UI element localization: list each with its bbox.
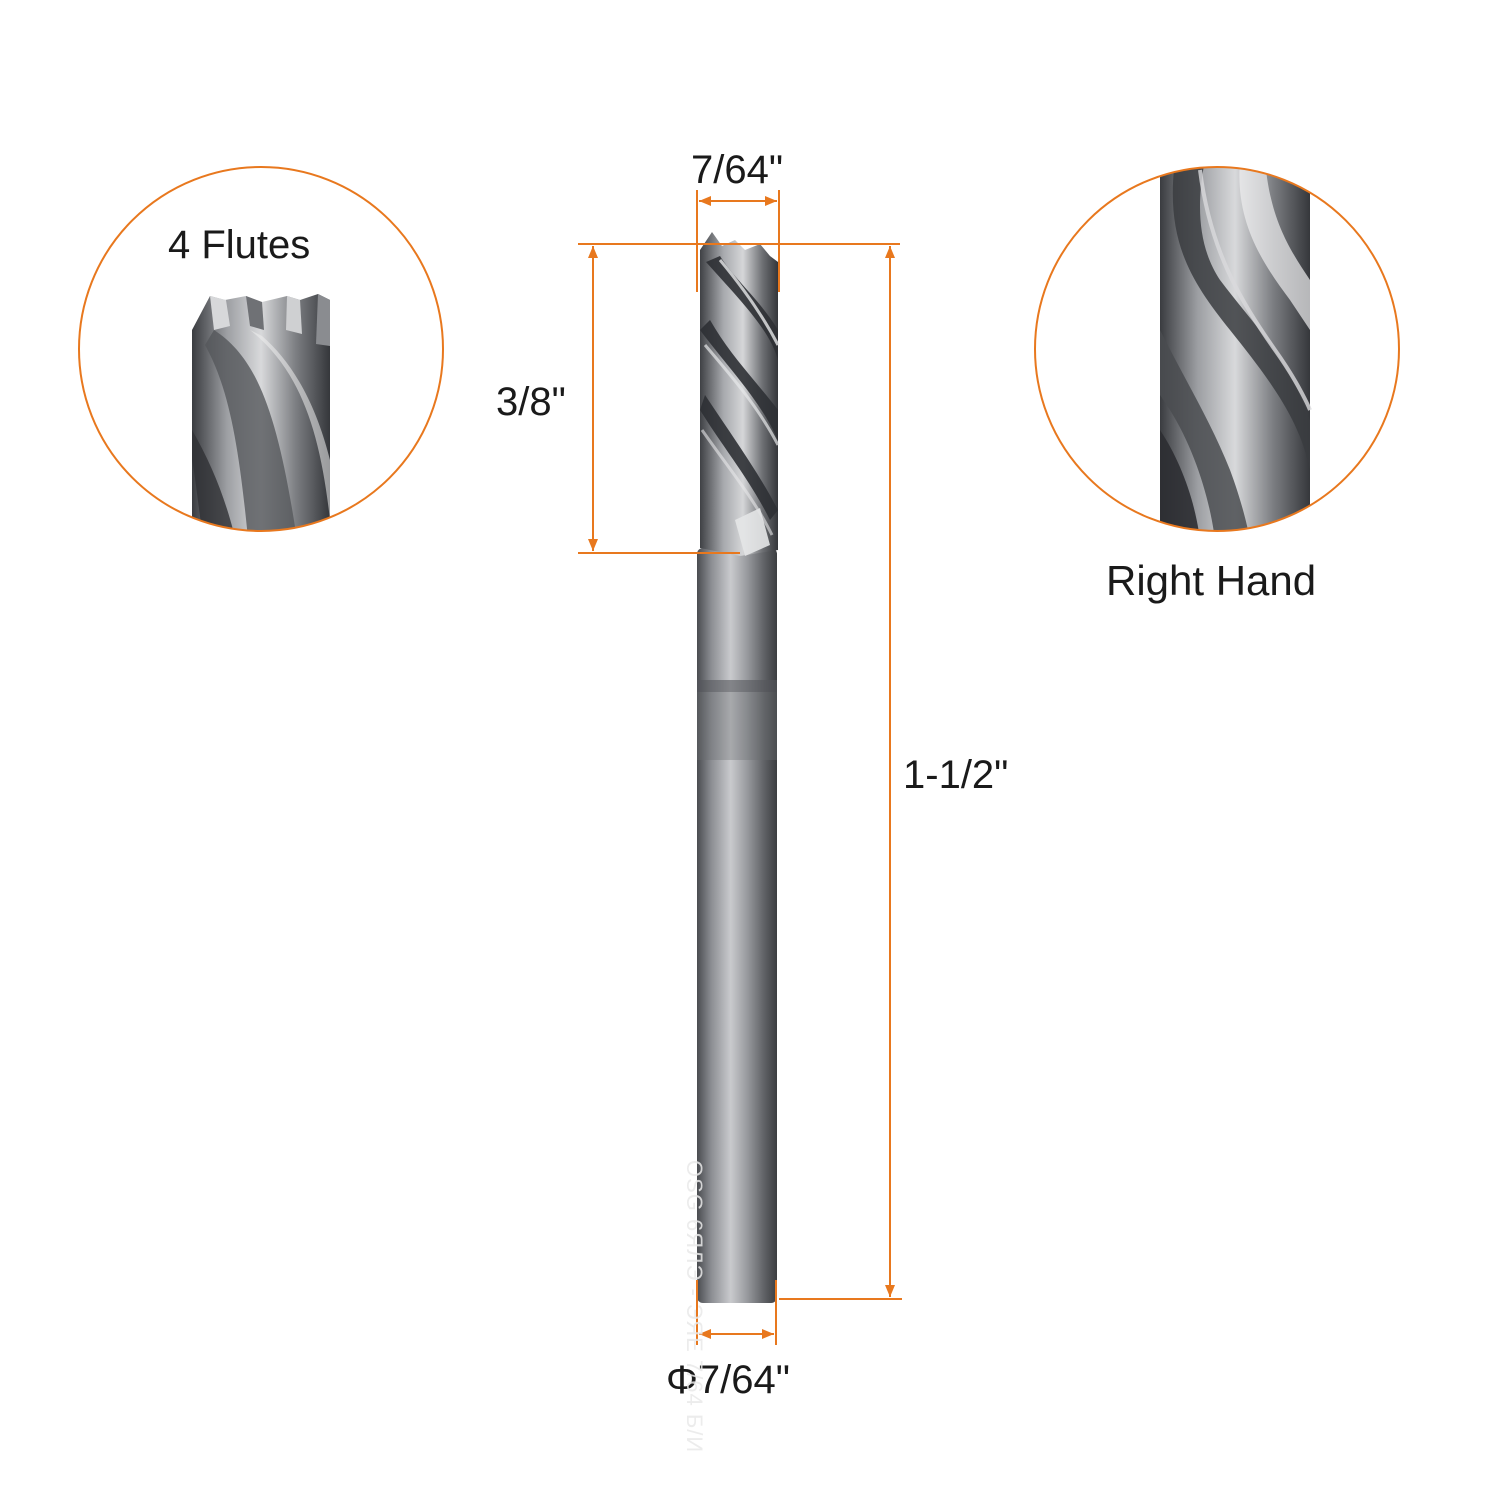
shank-marking: OSG 6ЯЛЭ - ЭЯЕ 7/64 Б/И [682,1160,707,1454]
right-callout-circle [1034,166,1400,532]
arrowhead [699,1329,711,1339]
overall-length-label: 1-1/2" [903,753,1009,797]
tool-shank [697,548,777,1303]
arrowhead [588,246,598,258]
helix-callout-label: Right Hand [1106,557,1317,604]
left-callout-circle [78,166,444,532]
arrowhead [762,1329,774,1339]
arrowhead [588,539,598,551]
dimension-lines [578,190,902,1345]
flute-length-label: 3/8" [496,380,566,424]
cutting-diameter-label: 7/64" [691,148,784,192]
end-mill-tool [697,232,780,1303]
flute-detail-callout [78,166,444,532]
spiral-flute-closeup-icon [1160,167,1312,531]
flutes-callout-label: 4 Flutes [168,223,311,267]
tool-flutes [700,232,780,556]
arrowhead [885,246,895,258]
arrowhead [765,196,777,206]
shank-diameter-label: Φ7/64" [666,1358,790,1402]
arrowhead [885,1285,895,1297]
arrowhead [699,196,711,206]
helix-detail-callout [1034,166,1400,532]
end-mill-tip-closeup-icon [192,294,330,531]
